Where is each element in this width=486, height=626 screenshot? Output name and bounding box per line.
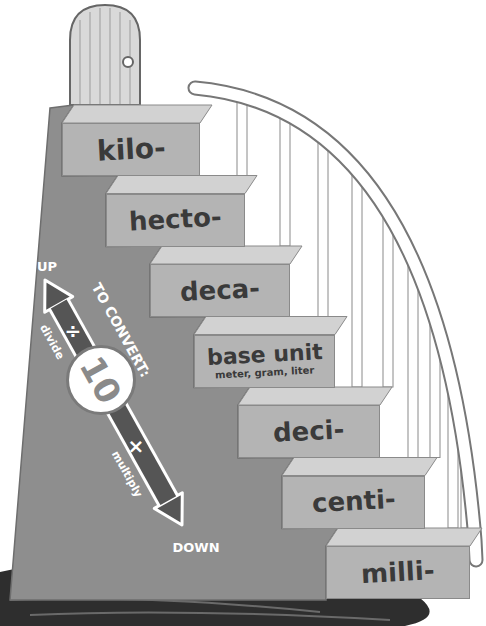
step-tread [106, 176, 257, 194]
baluster [237, 97, 247, 176]
door [70, 5, 140, 105]
prefix-name: milli- [361, 557, 436, 588]
door-grain [80, 8, 130, 104]
step-riser: centi- [282, 476, 425, 529]
prefix-name: hecto- [129, 204, 223, 236]
step-riser: deci- [238, 405, 380, 458]
direction-label: UP [37, 260, 57, 273]
prefix-name: deca- [179, 275, 260, 306]
prefix-name: kilo- [96, 133, 166, 166]
step-riser: milli- [326, 546, 470, 599]
step-tread [238, 387, 392, 405]
step-tread [282, 458, 437, 476]
multiply-symbol: × [128, 436, 145, 456]
baluster [383, 212, 393, 387]
prefix-name: deci- [273, 416, 346, 447]
divide-symbol: ÷ [65, 321, 82, 341]
baluster [408, 261, 418, 458]
step-tread [150, 246, 302, 264]
step-riser: hecto- [106, 194, 245, 247]
door-knob [123, 57, 133, 67]
step-riser: kilo- [62, 123, 200, 176]
step-tread [326, 528, 482, 546]
baluster [280, 113, 290, 246]
step-riser: base unitmeter, gram, liter [194, 335, 335, 388]
prefix-name: centi- [311, 486, 396, 518]
direction-label: DOWN [172, 541, 219, 554]
arrow-shaft-outline [59, 304, 169, 501]
factor-circle: 10 [66, 345, 136, 415]
baluster [352, 171, 362, 387]
baluster [318, 138, 328, 317]
step-tread [62, 105, 212, 123]
step-tread [194, 317, 347, 335]
factor-number: 10 [75, 351, 128, 409]
arrow-shaft [59, 304, 169, 501]
step-riser: deca- [150, 264, 290, 317]
